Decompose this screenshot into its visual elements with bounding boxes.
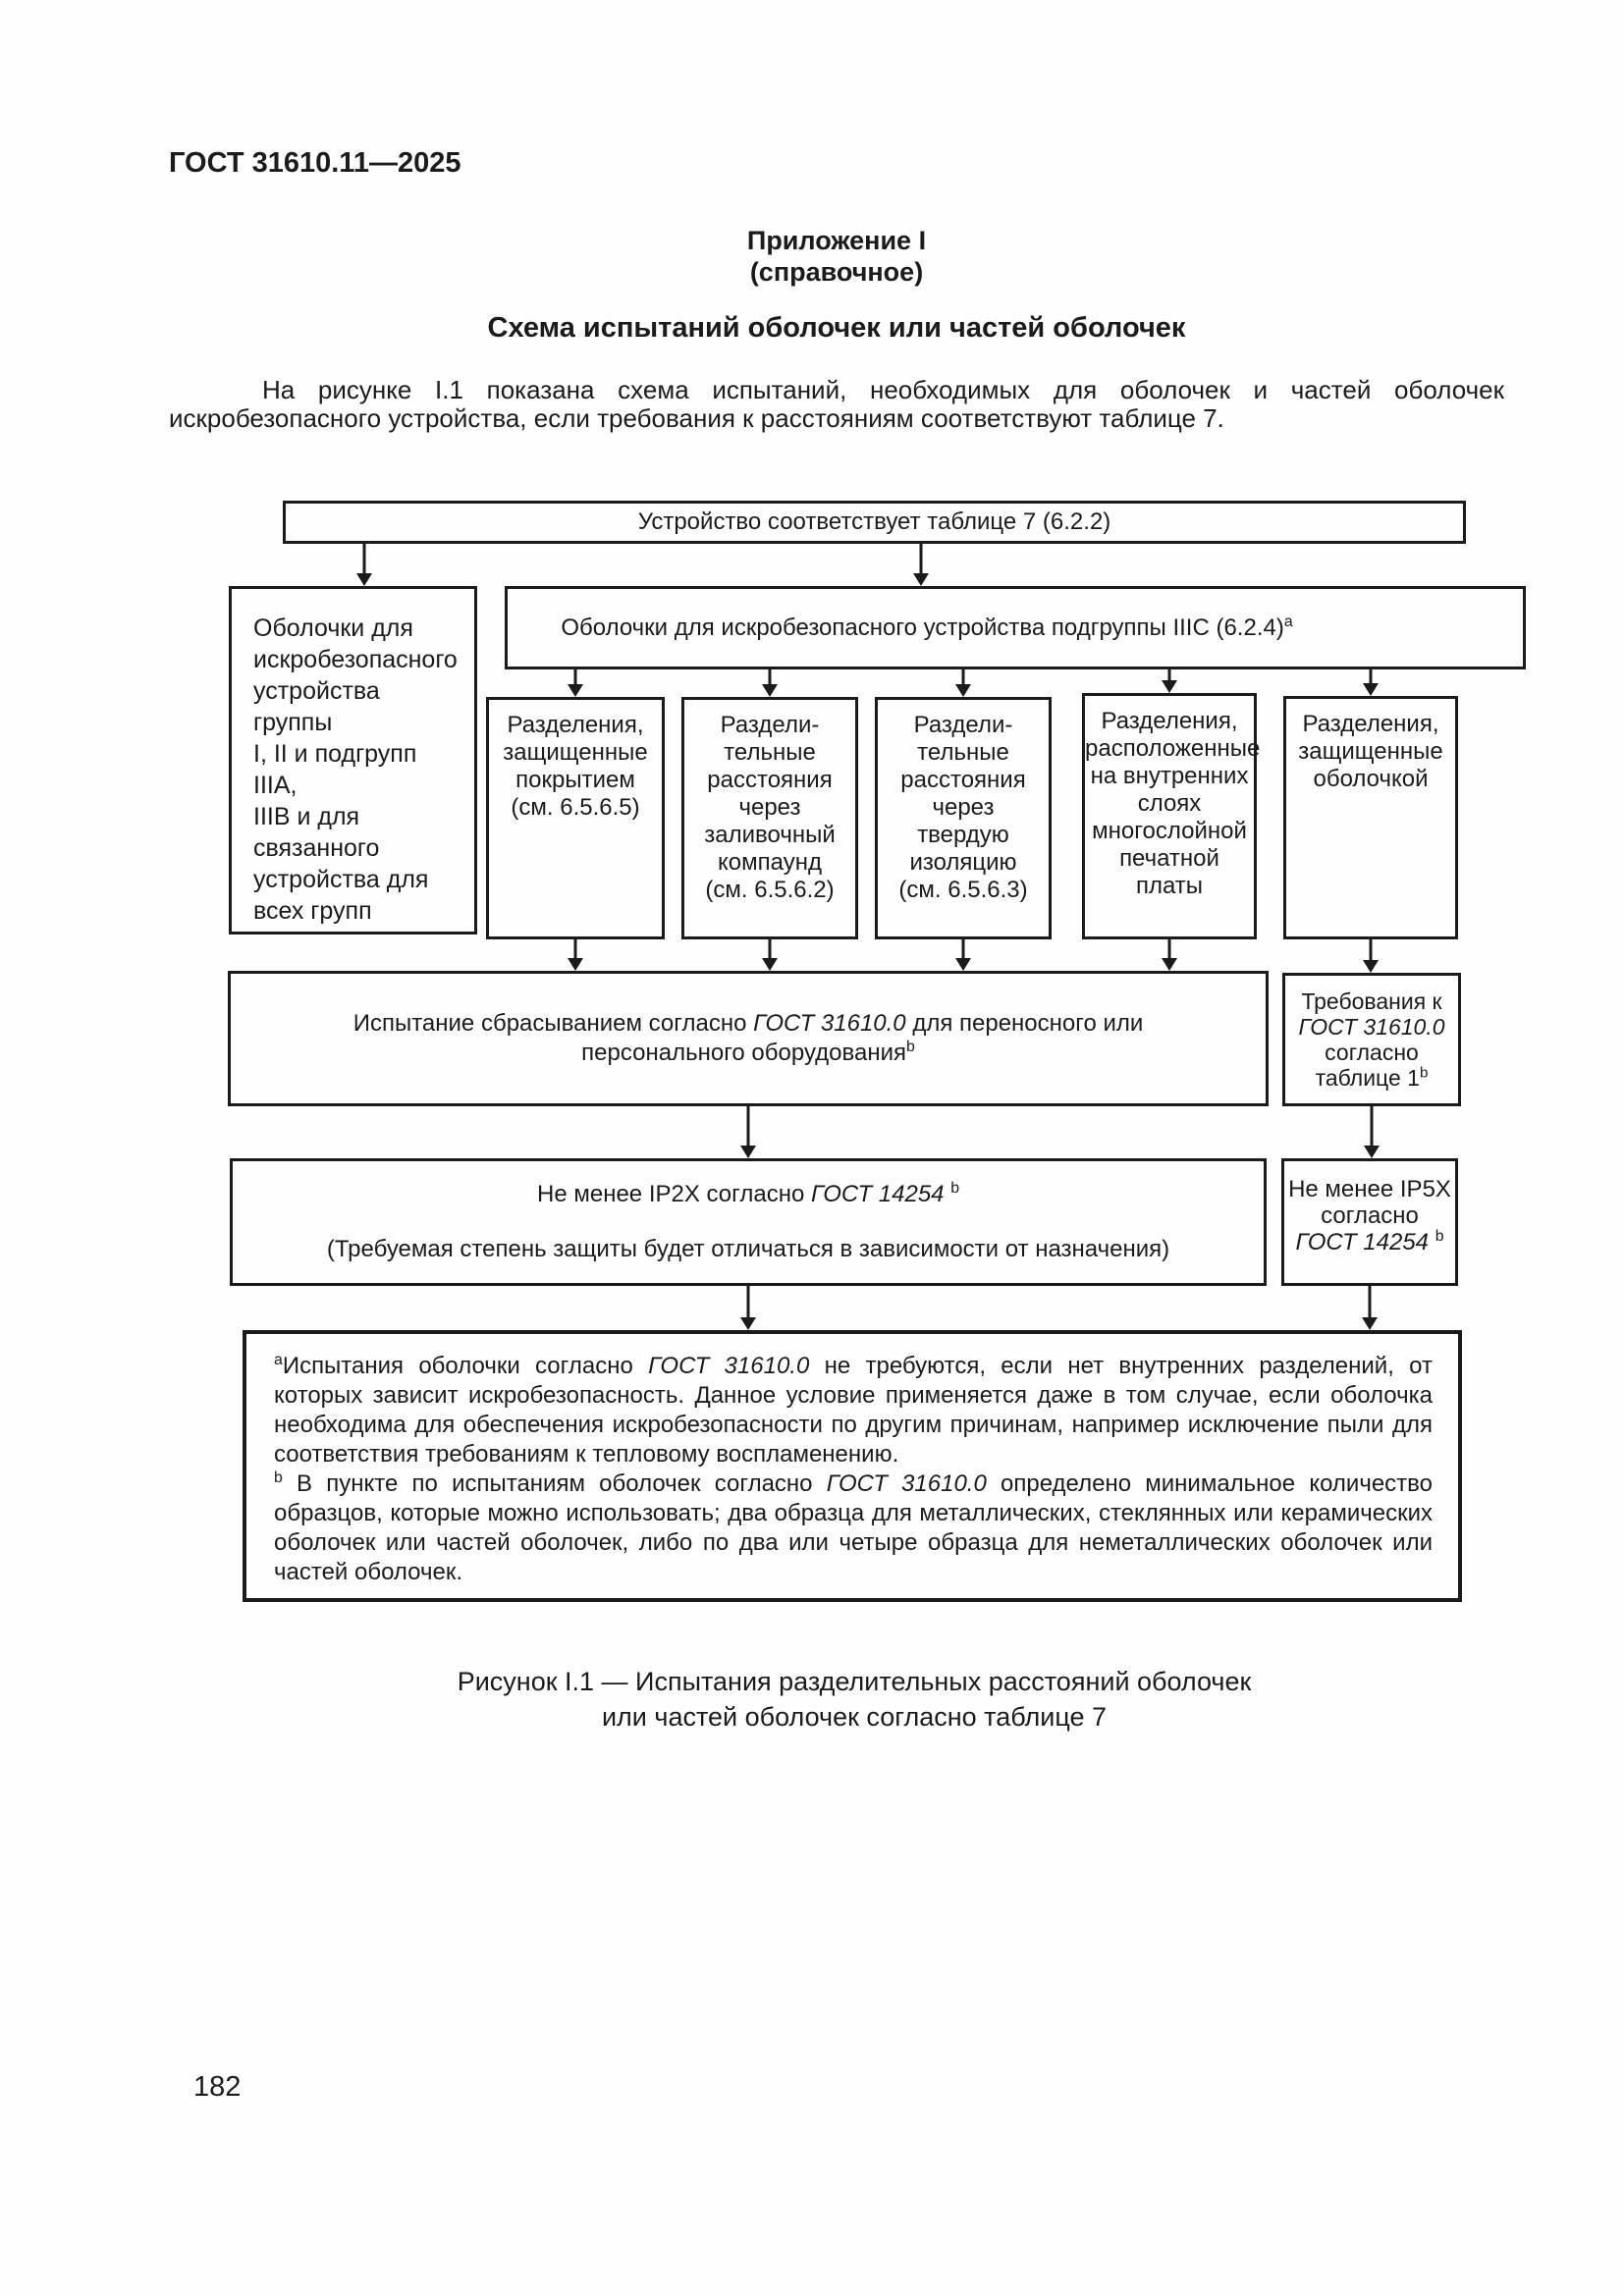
footnote-b: b В пункте по испытаниям оболочек соглас… xyxy=(274,1469,1434,1585)
flow-box-ip5x: Не менее IP5X согласно ГОСТ 14254 b xyxy=(1281,1158,1458,1286)
flow-arrow xyxy=(1162,939,1177,971)
flow-box-drop-test: Испытание сбрасыванием согласно ГОСТ 316… xyxy=(228,971,1269,1106)
flow-box-device: Устройство соответствует таблице 7 (6.2.… xyxy=(283,501,1466,544)
footnote-a: aИспытания оболочки согласно ГОСТ 31610.… xyxy=(274,1352,1433,1468)
flow-arrow xyxy=(1363,939,1379,973)
flow-box-gost-requirements: Требования к ГОСТ 31610.0 согласно табли… xyxy=(1282,973,1461,1106)
flow-box-sep-solid-insulation: Раздели- тельные расстояния через тверду… xyxy=(875,697,1052,939)
flow-arrow xyxy=(762,669,778,697)
flow-box-ip2x-line1: Не менее IP2X согласно ГОСТ 14254 b xyxy=(537,1180,959,1207)
flow-arrow xyxy=(762,939,778,971)
flow-arrow xyxy=(955,939,971,971)
flow-arrow xyxy=(1362,1286,1378,1330)
flow-box-group-i-ii: Оболочки для искробезопасного устройства… xyxy=(229,586,477,934)
flow-box-device-label: Устройство соответствует таблице 7 (6.2.… xyxy=(637,508,1111,535)
flow-arrow xyxy=(913,544,929,586)
flow-arrow xyxy=(1363,669,1379,696)
flow-box-drop-test-label: Испытание сбрасыванием согласно ГОСТ 316… xyxy=(352,1010,1144,1066)
flow-arrow xyxy=(1162,669,1177,693)
annex-title: Схема испытаний оболочек или частей обол… xyxy=(487,312,1186,344)
flow-box-ip2x: Не менее IP2X согласно ГОСТ 14254 b (Тре… xyxy=(230,1158,1267,1286)
flow-box-gost-requirements-label: Требования к ГОСТ 31610.0 согласно табли… xyxy=(1298,988,1445,1091)
flow-box-sep-compound: Раздели- тельные расстояния через заливо… xyxy=(681,697,858,939)
flow-box-sep-pcb-layers: Разделения, расположенные на внутренних … xyxy=(1082,693,1260,939)
figure-caption: Рисунок I.1 — Испытания разделительных р… xyxy=(457,1667,1252,1732)
flow-arrow xyxy=(356,544,372,586)
flow-arrow xyxy=(1364,1106,1380,1158)
flow-box-sep-enclosure: Разделения, защищенные оболочкой xyxy=(1283,696,1458,939)
flow-arrow xyxy=(568,669,583,697)
flow-box-sep-coating: Разделения, защищенные покрытием (см. 6.… xyxy=(486,697,665,939)
flow-arrow xyxy=(740,1286,756,1330)
flow-arrow xyxy=(955,669,971,697)
flow-box-iiic: Оболочки для искробезопасного устройства… xyxy=(505,586,1526,669)
flow-arrow xyxy=(740,1106,756,1158)
intro-paragraph: На рисунке I.1 показана схема испытаний,… xyxy=(169,375,1504,433)
flow-arrow xyxy=(568,939,583,971)
page-number: 182 xyxy=(193,2071,242,2103)
standard-code-header: ГОСТ 31610.11—2025 xyxy=(169,147,461,179)
annex-type: (справочное) xyxy=(749,257,924,287)
flow-box-iiic-label: Оболочки для искробезопасного устройства… xyxy=(561,613,1293,641)
annex-label: Приложение I xyxy=(746,226,927,255)
flow-footnotes-box: aИспытания оболочки согласно ГОСТ 31610.… xyxy=(243,1330,1462,1602)
flow-box-ip2x-line2: (Требуемая степень защиты будет отличать… xyxy=(326,1236,1170,1262)
flow-box-ip5x-label: Не менее IP5X согласно ГОСТ 14254 b xyxy=(1288,1175,1451,1255)
